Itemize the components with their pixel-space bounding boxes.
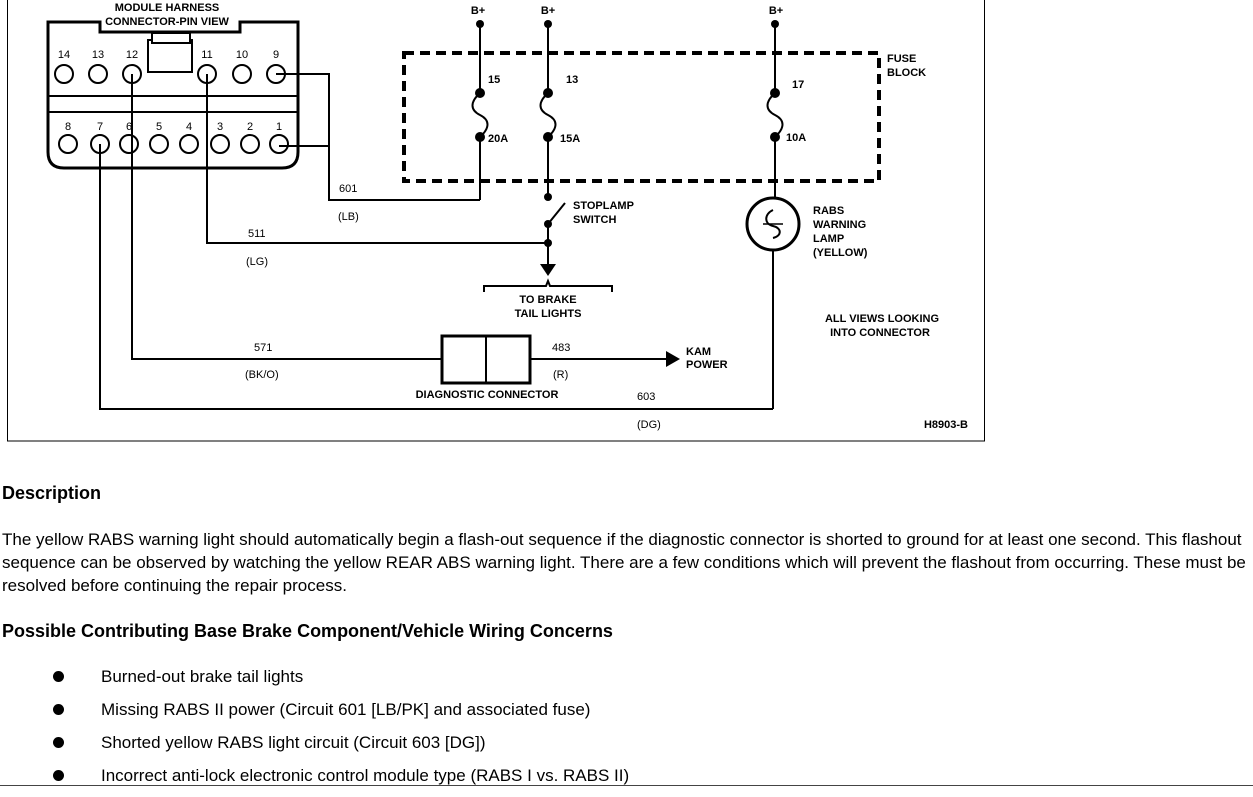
stoplamp-label: STOPLAMP (573, 200, 634, 212)
wire-601 (276, 73, 330, 146)
list-item-text: Burned-out brake tail lights (101, 667, 304, 686)
power-label: B+ (541, 5, 555, 17)
list-item-text: Missing RABS II power (Circuit 601 [LB/P… (101, 700, 591, 719)
list-item-text: Incorrect anti-lock electronic control m… (101, 766, 630, 785)
description-heading: Description (2, 483, 102, 503)
concerns-heading: Possible Contributing Base Brake Compone… (2, 621, 613, 641)
pin (210, 134, 230, 154)
connector-title-2: CONNECTOR-PIN VIEW (105, 16, 229, 28)
switch-contact (544, 193, 552, 201)
fuse-number: 17 (792, 79, 804, 91)
pin-number: 1 (276, 121, 282, 133)
connector-latch-top (151, 32, 191, 44)
fuse-symbol (539, 92, 557, 138)
bullet-icon (53, 671, 64, 682)
fuse-symbol (471, 92, 489, 138)
wire-color: (R) (553, 369, 568, 381)
wire-color: (LB) (338, 211, 359, 223)
fuse-rating: 10A (786, 132, 806, 144)
pin (58, 134, 78, 154)
wire-color: (LG) (246, 256, 268, 268)
lamp-filament (765, 209, 781, 239)
connector-title-1: MODULE HARNESS (115, 2, 220, 14)
fuse-symbol (766, 92, 784, 138)
kam-label: KAM (686, 346, 711, 358)
lamp-label: WARNING (813, 219, 866, 231)
wire-color: (BK/O) (245, 369, 279, 381)
pin-number: 6 (126, 121, 132, 133)
wire-601 (328, 146, 480, 201)
power-label: B+ (769, 5, 783, 17)
pin-number: 5 (156, 121, 162, 133)
lamp-label: LAMP (813, 233, 844, 245)
brake-label: TAIL LIGHTS (515, 308, 582, 320)
bullet-icon (53, 737, 64, 748)
pin (149, 134, 169, 154)
figure-id: H8903-B (924, 419, 968, 431)
list-item-text: Shorted yellow RABS light circuit (Circu… (101, 733, 486, 752)
pin-number: 8 (65, 121, 71, 133)
splice-node (544, 239, 552, 247)
stoplamp-label: SWITCH (573, 214, 616, 226)
wire-603 (99, 144, 773, 410)
pin (88, 64, 108, 84)
pin (54, 64, 74, 84)
pin-number: 2 (247, 121, 253, 133)
pin-number: 3 (217, 121, 223, 133)
bullet-icon (53, 704, 64, 715)
views-note: INTO CONNECTOR (830, 327, 930, 339)
bullet-icon (53, 770, 64, 781)
pin-number: 11 (201, 49, 212, 61)
wiring-diagram: MODULE HARNESS CONNECTOR-PIN VIEW 14 13 … (7, 0, 985, 442)
wire-511 (206, 74, 548, 244)
fuse-block-label: BLOCK (887, 67, 926, 79)
arrow-down-icon (540, 264, 556, 276)
pin-number: 13 (92, 49, 104, 61)
switch-blade (547, 202, 566, 225)
brace (483, 278, 613, 292)
diagram-frame (7, 0, 985, 442)
fuse-number: 13 (566, 74, 578, 86)
wire-number: 571 (254, 342, 272, 354)
pin (269, 134, 289, 154)
wire-number: 603 (637, 391, 655, 403)
fuse-rating: 20A (488, 133, 508, 145)
pin-number: 9 (273, 49, 279, 61)
pin (119, 134, 139, 154)
fuse-block-box (402, 51, 881, 183)
lamp-label: (YELLOW) (813, 247, 868, 259)
wire-number: 601 (339, 183, 357, 195)
pin-number: 14 (58, 49, 70, 61)
pin (232, 64, 252, 84)
pin-number: 4 (186, 121, 192, 133)
wire-number: 483 (552, 342, 570, 354)
kam-label: POWER (686, 359, 728, 371)
pin-number: 7 (97, 121, 103, 133)
pin-number: 10 (236, 49, 248, 61)
description-text: The yellow RABS warning light should aut… (2, 530, 1246, 595)
wire-571 (131, 74, 442, 360)
connector-housing (46, 20, 300, 170)
fuse-rating: 15A (560, 133, 580, 145)
bottom-divider (0, 785, 1253, 786)
lamp-label: RABS (813, 205, 844, 217)
diagnostic-connector-label: DIAGNOSTIC CONNECTOR (416, 389, 559, 401)
power-label: B+ (471, 5, 485, 17)
pin (240, 134, 260, 154)
pin (179, 134, 199, 154)
pin-number: 12 (126, 49, 138, 61)
fuse-block-label: FUSE (887, 53, 916, 65)
brake-label: TO BRAKE (519, 294, 576, 306)
arrow-right-icon (666, 351, 680, 367)
wire-number: 511 (248, 228, 266, 240)
connector-latch (147, 39, 193, 73)
fuse-number: 15 (488, 74, 500, 86)
wire-color: (DG) (637, 419, 661, 431)
views-note: ALL VIEWS LOOKING (825, 313, 939, 325)
